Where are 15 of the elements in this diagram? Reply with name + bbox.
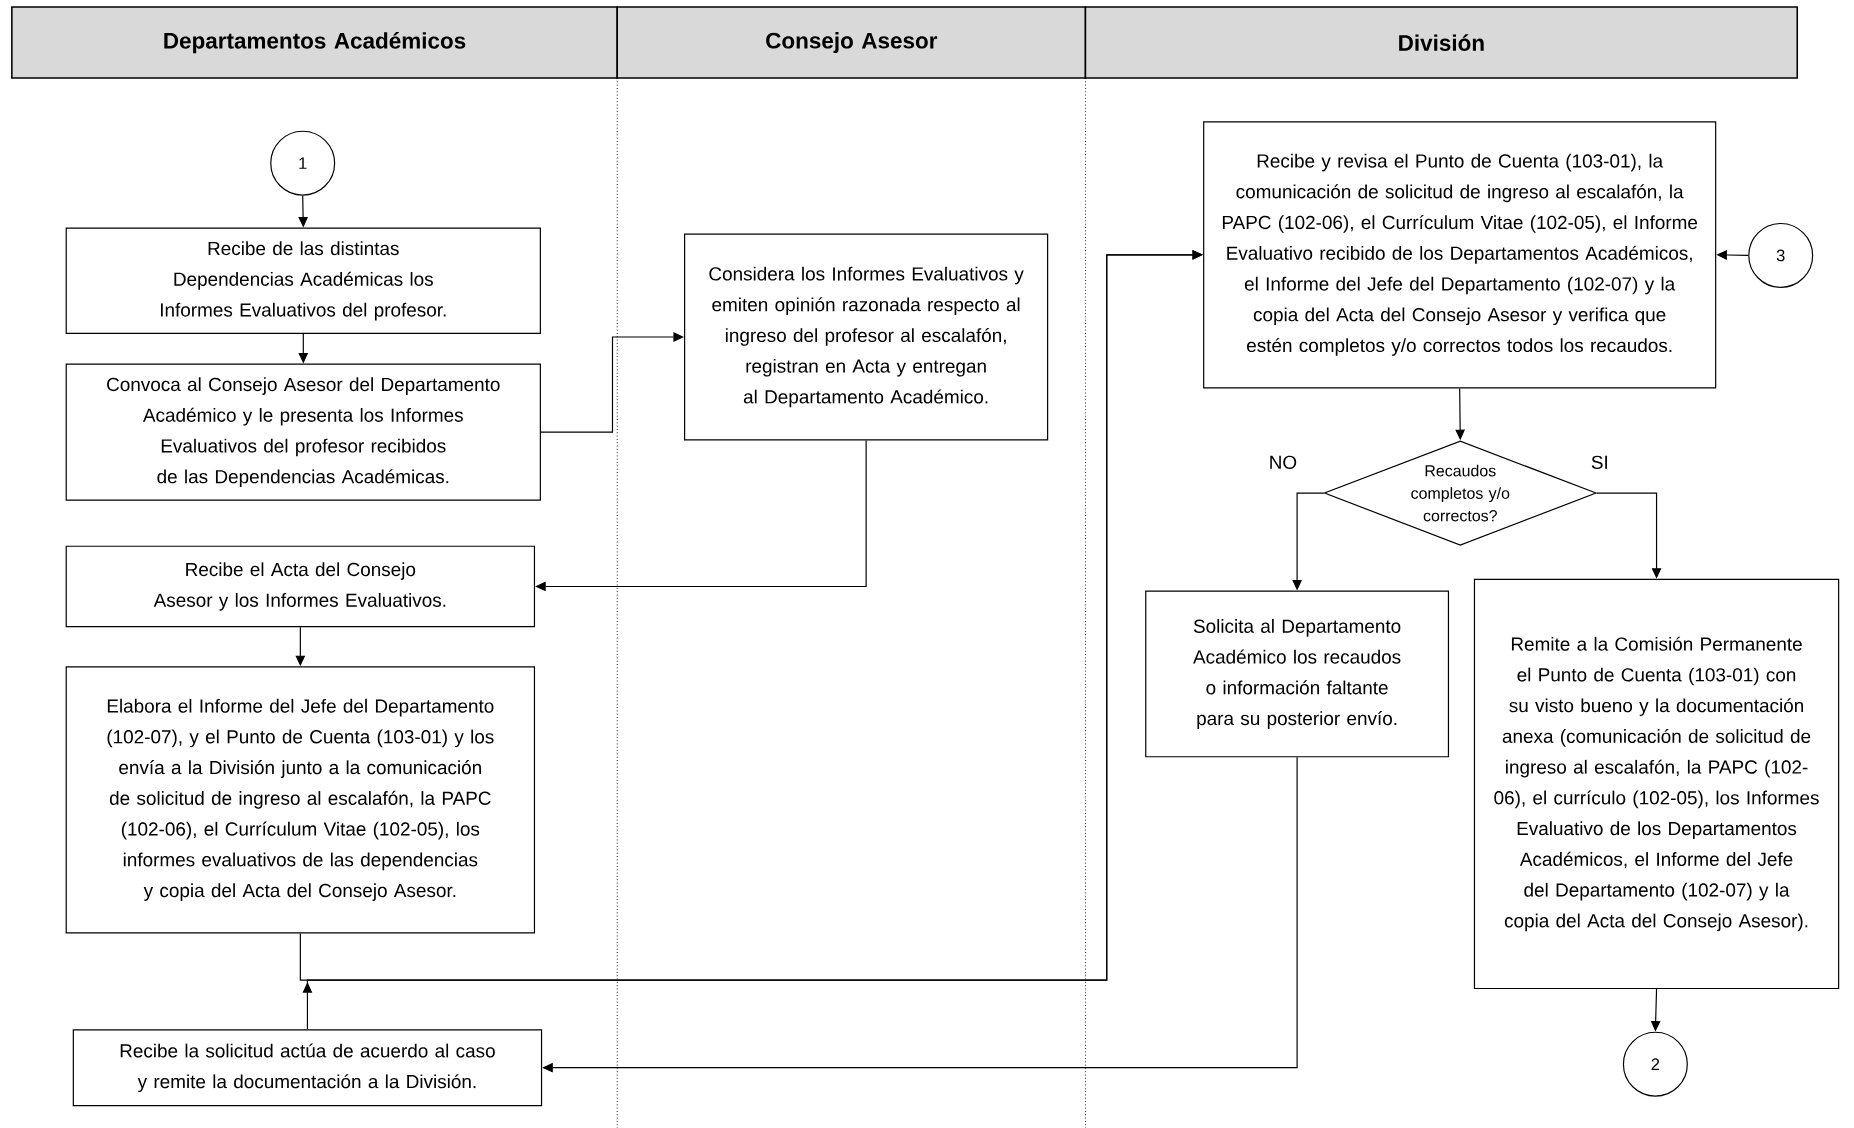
process-box: Convoca al Consejo Asesor del Departamento Académico y le presenta los Informes Evaluativos del profesor recibidos de las Dependencias Académicas. [65,363,541,501]
edge-label: NO [1267,454,1299,471]
process-box: Considera los Informes Evaluativos y emiten opinión razonada respecto al ingreso del profesor al escalafón, registran en Acta y entregan al Departamento Académico. [684,233,1049,441]
process-box: Recibe de las distintas Dependencias Académicas los Informes Evaluativos del profesor. [65,227,541,335]
arrow [540,332,684,433]
lane-header: Consejo Asesor [616,6,1087,79]
process-box: Recibe la solicitud actúa de acuerdo al caso y remite la documentación a la División. [72,1029,543,1107]
process-box: Recibe el Acta del Consejo Asesor y los Informes Evaluativos. [65,545,536,628]
arrow [535,439,867,592]
process-box: Solicita al Departamento Académico los recaudos o información faltante para su posterior envío. [1145,590,1450,758]
process-box: Remite a la Comisión Permanente el Punto de Cuenta (103-01) con su visto bueno y la documentación anexa (comunicación de solicitud de ingreso al escalafón, la PAPC (102-06), el currículo (102-05), los Informes Evaluativo de los Departamentos Académicos, el Informe del Jefe del Departamento (102-07) y la copia del Acta del Consejo Asesor). [1473,578,1840,990]
process-box: Recibe y revisa el Punto de Cuenta (103-01), la comunicación de solicitud de ingreso al escalafón, la PAPC (102-06), el Currículum Vitae (102-05), el Informe Evaluativo recibido de los Departamentos Académicos, el Informe del Jefe del Departamento (102-07) y la copia del Acta del Consejo Asesor y verifica que estén completos y/o correctos todos los recaudos. [1203,121,1717,389]
lane-header: Departamentos Académicos [11,6,618,79]
lane-header: División [1084,6,1799,79]
process-box: Elabora el Informe del Jefe del Departamento (102-07), y el Punto de Cuenta (103-01) y los envía a la División junto a la comunicación de solicitud de ingreso al escalafón, la PAPC (102-06), el Currículum Vitae (102-05), los informes evaluativos de las dependencias y copia del Acta del Consejo Asesor. [65,666,536,934]
